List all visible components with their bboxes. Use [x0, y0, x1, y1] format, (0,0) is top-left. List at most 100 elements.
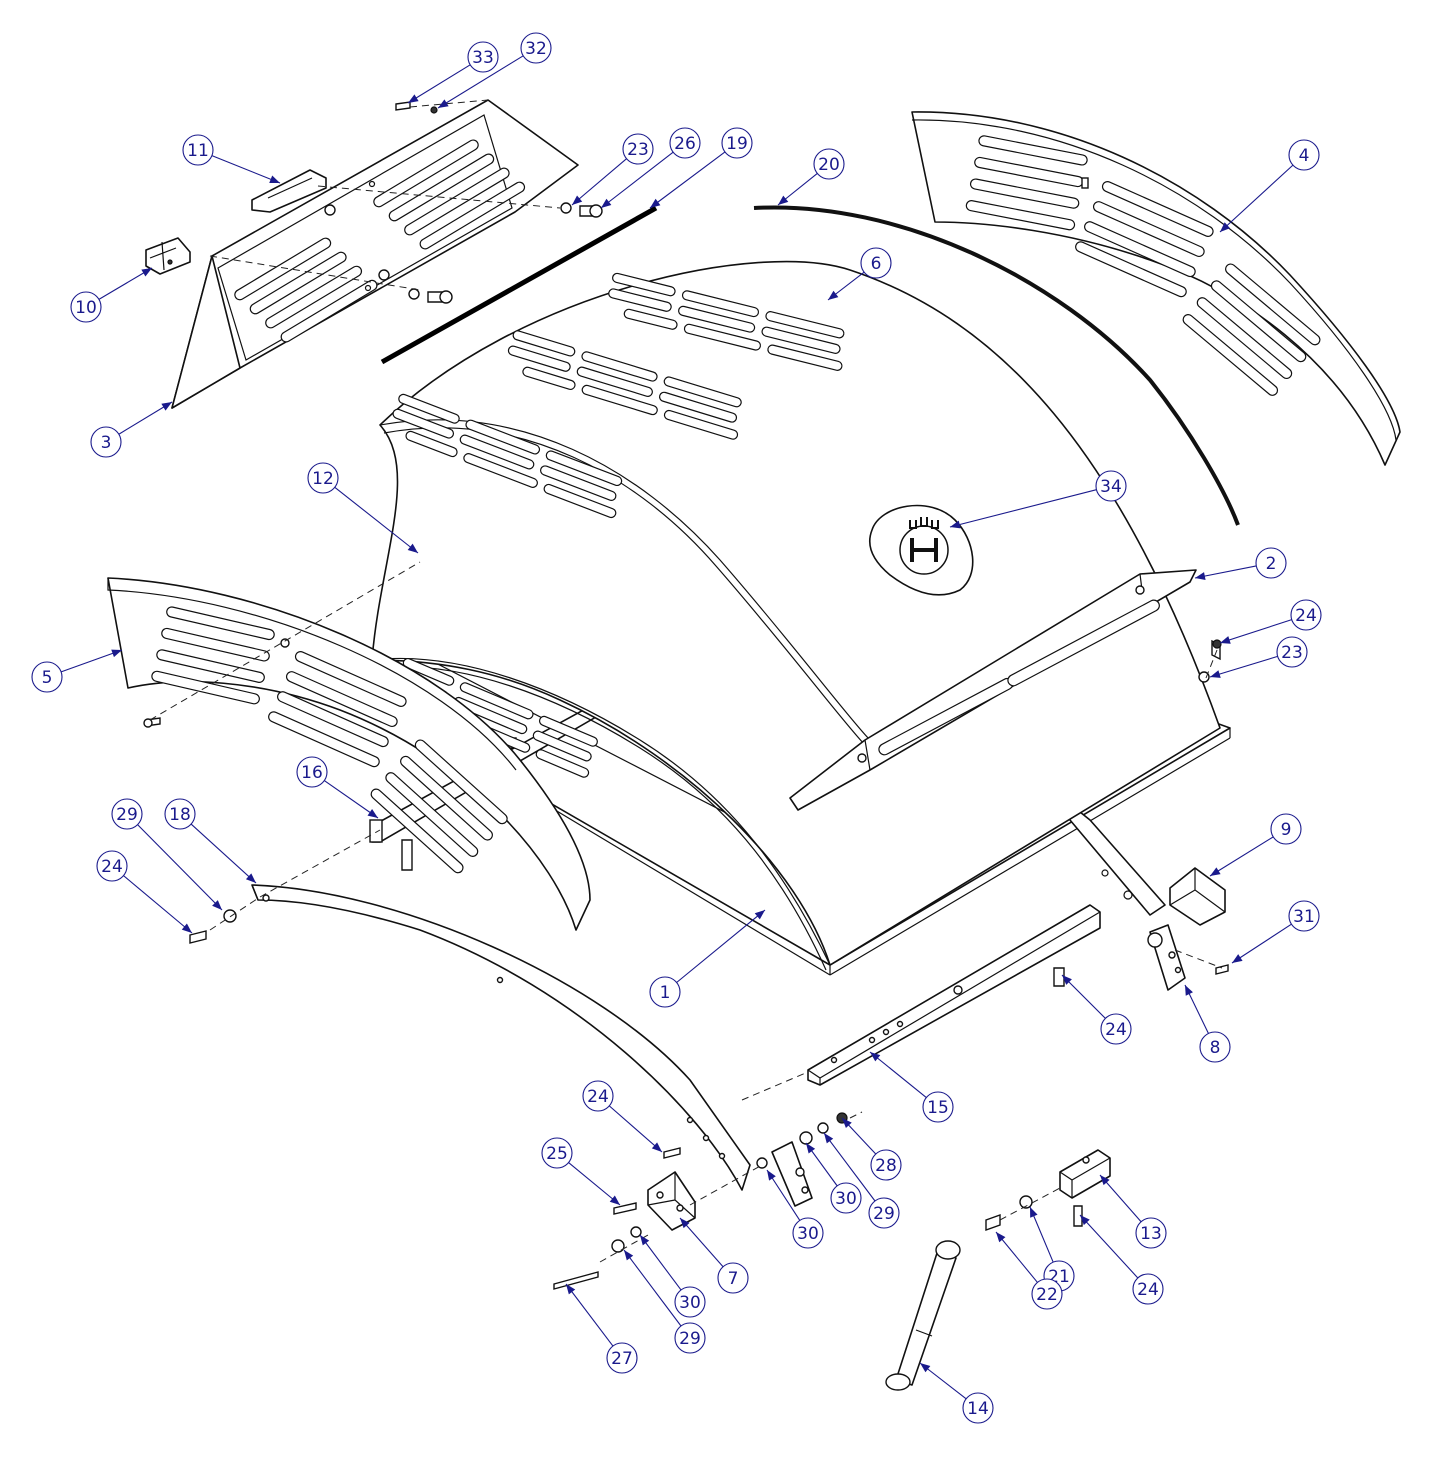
callout-label: 25: [546, 1144, 568, 1164]
callout-32: 32: [437, 32, 552, 109]
callout-leader: [676, 909, 766, 983]
callout-arrowhead: [842, 1118, 852, 1129]
callout-label: 23: [627, 140, 649, 160]
callout-arrowhead: [407, 543, 418, 553]
callout-circle: [860, 247, 892, 279]
latch-part-10: [145, 237, 191, 275]
callout-6: 6: [827, 247, 892, 301]
callout-circle: [1031, 1278, 1063, 1310]
callout-circle: [922, 1091, 954, 1123]
callout-label: 31: [1293, 907, 1315, 927]
callout-label: 2: [1266, 554, 1277, 574]
callout-arrowhead: [1195, 572, 1206, 580]
callout-16: 16: [296, 756, 379, 819]
callout-label: 19: [726, 134, 748, 154]
callout-label: 8: [1210, 1038, 1221, 1058]
callout-circle: [1132, 1273, 1164, 1305]
callout-label: 14: [967, 1399, 989, 1419]
callout-leader: [608, 1105, 663, 1153]
right-side-panel-part-4: [911, 111, 1401, 466]
callout-leader: [118, 401, 173, 435]
callout-1: 1: [649, 909, 766, 1008]
bracket-part-30: [771, 1141, 813, 1207]
callout-label: 15: [927, 1098, 949, 1118]
callout-label: 30: [679, 1293, 701, 1313]
callout-20: 20: [777, 148, 845, 206]
callout-circle: [467, 41, 499, 73]
callout-circle: [31, 661, 63, 693]
callout-circle: [1290, 599, 1322, 631]
callout-27: 27: [565, 1283, 638, 1374]
callout-arrowhead: [806, 1143, 816, 1154]
callout-balloons: 1234567891011121314151618192021222323242…: [31, 32, 1322, 1424]
callout-13: 13: [1099, 1174, 1167, 1249]
callout-leader: [60, 649, 123, 673]
callout-24: 24: [1079, 1214, 1164, 1305]
callout-arrowhead: [1232, 954, 1243, 963]
callout-label: 23: [1281, 643, 1303, 663]
callout-3: 3: [90, 401, 173, 458]
callout-label: 4: [1299, 146, 1310, 166]
callout-24: 24: [582, 1080, 663, 1153]
callout-arrowhead: [1210, 670, 1221, 678]
callout-circle: [717, 1262, 749, 1294]
callout-leader: [1061, 974, 1106, 1019]
callout-30: 30: [766, 1169, 824, 1249]
callout-arrowhead: [111, 649, 122, 658]
callout-2: 2: [1194, 547, 1287, 580]
callout-label: 29: [873, 1204, 895, 1224]
callout-circle: [582, 1080, 614, 1112]
callout-arrowhead: [1220, 222, 1231, 232]
callout-24: 24: [1061, 974, 1132, 1045]
callout-arrowhead: [601, 198, 612, 208]
callout-23: 23: [571, 133, 654, 206]
callout-arrowhead: [1220, 636, 1231, 644]
callout-label: 11: [187, 141, 209, 161]
hinge-part-9: [1169, 867, 1226, 926]
callout-label: 30: [797, 1224, 819, 1244]
callout-circle: [90, 426, 122, 458]
callout-15: 15: [869, 1051, 954, 1123]
callout-26: 26: [600, 127, 701, 209]
callout-leader: [823, 1132, 876, 1202]
callout-circle: [1100, 1013, 1132, 1045]
back-panel-part-3: [171, 99, 579, 409]
seal-strip-part-19: [380, 205, 658, 365]
callout-circle: [962, 1392, 994, 1424]
callout-leader: [639, 1234, 682, 1291]
callout-arrowhead: [996, 1232, 1006, 1243]
callout-leader: [137, 824, 223, 911]
callout-circle: [307, 462, 339, 494]
callout-arrowhead: [650, 198, 661, 208]
callout-leader: [568, 1162, 621, 1206]
callout-30: 30: [639, 1234, 706, 1318]
callout-circle: [649, 976, 681, 1008]
callout-circle: [541, 1137, 573, 1169]
callout-leader: [869, 1051, 927, 1098]
callout-29: 29: [823, 1132, 900, 1229]
callout-label: 20: [818, 155, 840, 175]
callout-label: 24: [101, 857, 123, 877]
callout-14: 14: [919, 1362, 994, 1424]
gas-strut-part-14: [885, 1240, 961, 1391]
callout-leader: [623, 1249, 682, 1327]
callout-arrowhead: [161, 402, 172, 411]
callout-arrowhead: [367, 809, 378, 818]
callout-leader: [1209, 836, 1274, 877]
callout-24: 24: [96, 850, 193, 934]
callout-circle: [1288, 139, 1320, 171]
callout-circle: [721, 127, 753, 159]
callout-leader: [1219, 619, 1292, 644]
callout-circle: [1199, 1031, 1231, 1063]
callout-arrowhead: [141, 268, 152, 277]
callout-leader: [766, 1169, 801, 1221]
callout-circle: [622, 133, 654, 165]
callout-33: 33: [407, 41, 499, 104]
callout-circle: [870, 1149, 902, 1181]
callout-circle: [96, 850, 128, 882]
callout-leader: [323, 780, 379, 819]
callout-arrowhead: [950, 520, 961, 529]
callout-arrowhead: [828, 290, 839, 300]
callout-leader: [1194, 565, 1257, 579]
